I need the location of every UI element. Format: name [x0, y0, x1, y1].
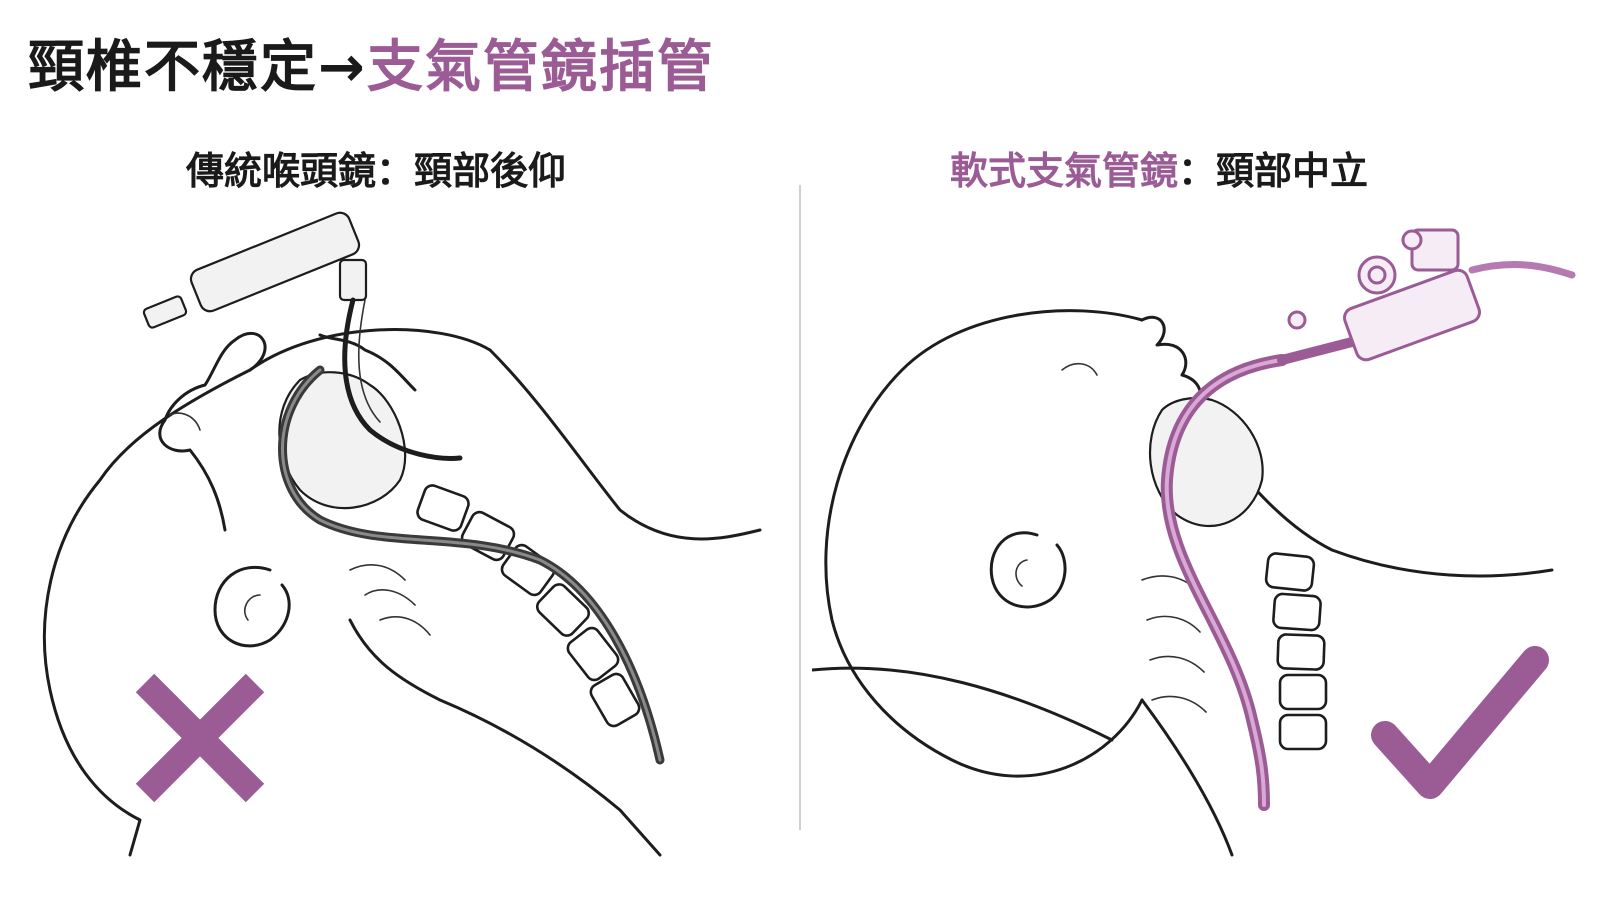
bronchoscope-illustration: [812, 200, 1582, 860]
laryngoscope-illustration: [20, 200, 790, 860]
ear: [989, 531, 1067, 609]
x-mark-icon: [130, 668, 270, 808]
ear: [213, 565, 291, 648]
head-outline: [42, 328, 492, 857]
panel-divider: [799, 185, 801, 830]
title-accent: 支氣管鏡插管: [366, 35, 715, 100]
head-extended-drawing: [42, 211, 762, 857]
page-title: 頸椎不穩定→支氣管鏡插管: [28, 22, 715, 103]
head-outline: [824, 309, 1144, 778]
face-profile: [158, 332, 267, 532]
cervical-spine: [1141, 552, 1328, 751]
right-subtitle: 軟式支氣管鏡：頸部中立: [950, 140, 1368, 195]
head-neutral-drawing: [812, 228, 1576, 857]
left-subtitle-text: 傳統喉頭鏡：頸部後仰: [186, 149, 567, 193]
bronchoscope-icon: [1277, 228, 1576, 365]
checkmark-icon: [1370, 640, 1550, 810]
right-subtitle-accent: 軟式支氣管鏡: [950, 149, 1179, 193]
title-main: 頸椎不穩定→: [28, 35, 367, 100]
laryngoscope-icon: [142, 211, 463, 461]
left-subtitle: 傳統喉頭鏡：頸部後仰: [186, 140, 566, 195]
right-subtitle-rest: ：頸部中立: [1178, 149, 1369, 193]
